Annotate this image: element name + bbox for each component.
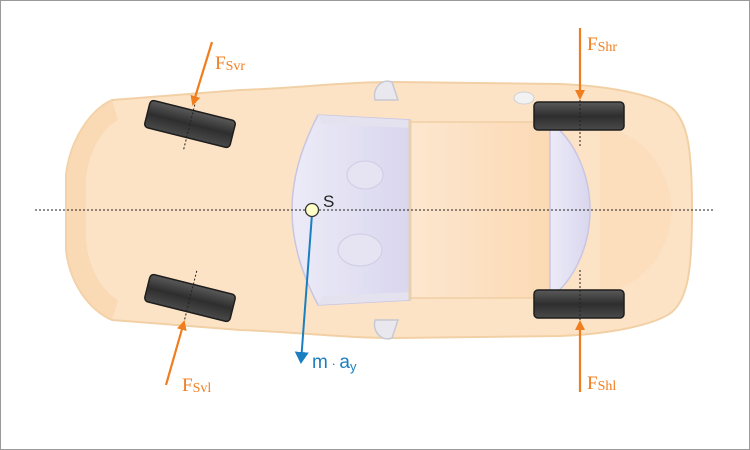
- label-inertia: m · ay: [312, 352, 357, 374]
- wheel-front-left: [144, 270, 236, 326]
- arrow-f-svl: [164, 320, 187, 386]
- arrow-f-svr: [190, 41, 214, 106]
- label-cog: S: [323, 192, 334, 211]
- wheel-rear-left: [533, 270, 625, 332]
- label-f-svl: FSvl: [182, 375, 211, 396]
- label-f-svr: FSvr: [215, 53, 245, 74]
- center-of-gravity-marker: [304, 202, 320, 218]
- arrow-inertia: [294, 213, 313, 364]
- label-f-shl: FShl: [587, 373, 616, 394]
- label-f-shr: FShr: [587, 34, 617, 55]
